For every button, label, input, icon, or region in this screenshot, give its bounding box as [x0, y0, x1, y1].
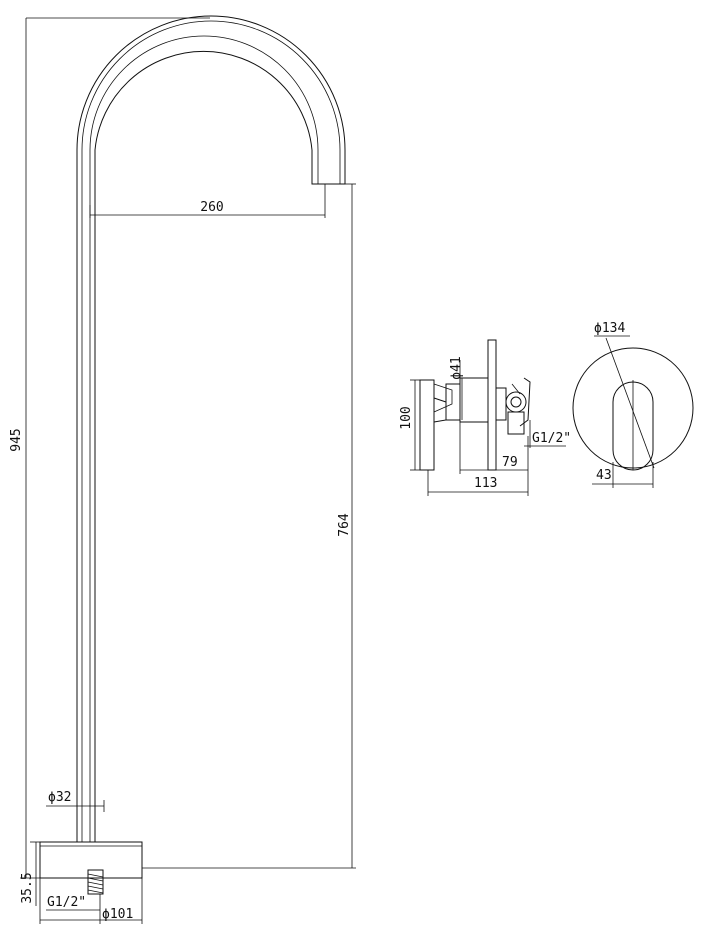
dim-handle-width [592, 462, 654, 488]
label-spout-height: 764 [337, 513, 352, 537]
valve-wall-plate [487, 339, 497, 471]
dim-base-diameter [39, 878, 143, 924]
dim-spout-reach [89, 184, 326, 218]
dim-valve-height [410, 379, 420, 471]
dim-spout-height [142, 183, 356, 869]
valve-front-view: ϕ134 43 [572, 321, 694, 488]
valve-inlet-ring [505, 391, 527, 413]
dim-base-height [30, 841, 40, 906]
label-spout-reach: 260 [200, 200, 223, 215]
spout-base [39, 841, 143, 879]
dim-total-height [20, 17, 210, 879]
label-valve-inlet-thread: G1/2" [532, 431, 571, 446]
label-total-height: 945 [9, 428, 24, 451]
valve-lever [419, 379, 435, 471]
spout-inner-wall-2 [89, 35, 319, 842]
dim-pipe-diameter [46, 800, 105, 812]
dim-valve-inlet-thread [524, 420, 566, 448]
dim-valve-depth-79 [459, 420, 529, 474]
label-valve-depth-79: 79 [502, 455, 518, 470]
dim-valve-depth-113 [427, 470, 529, 496]
label-valve-height: 100 [399, 406, 414, 429]
label-valve-depth-113: 113 [474, 476, 497, 491]
base-thread-connector [87, 869, 104, 895]
label-base-height: 35.5 [20, 872, 35, 903]
label-handle-width: 43 [596, 468, 612, 483]
label-pipe-diameter: ϕ32 [48, 790, 71, 805]
label-base-thread: G1/2" [47, 895, 86, 910]
spout-inner-wall [81, 20, 341, 842]
valve-body [445, 383, 461, 421]
label-valve-body-diameter: ϕ41 [449, 356, 464, 379]
label-plate-diameter: ϕ134 [594, 321, 625, 336]
spout-outer-contour [76, 15, 346, 842]
spout-side-view: 945 260 764 ϕ32 35.5 [9, 15, 356, 924]
label-base-diameter: ϕ101 [102, 907, 133, 922]
dim-valve-body-diameter [459, 360, 463, 420]
valve-side-view: ϕ41 100 G1/2" 79 113 [399, 339, 571, 496]
